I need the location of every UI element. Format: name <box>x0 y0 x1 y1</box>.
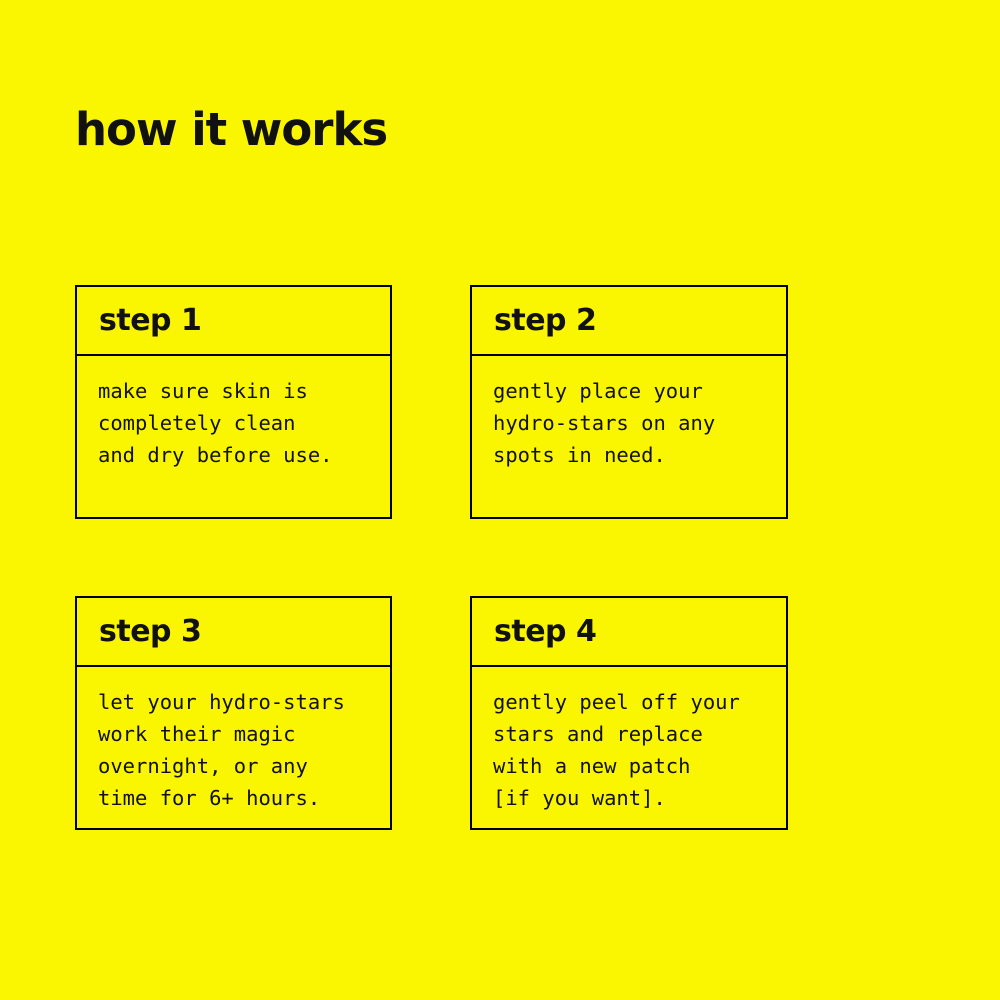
step-3-label: step 3 <box>99 614 202 649</box>
step-4-box: step 4 gently peel off your stars and re… <box>470 596 788 830</box>
step-3-box: step 3 let your hydro-stars work their m… <box>75 596 392 830</box>
step-4-description: gently peel off your stars and replace w… <box>493 690 740 810</box>
step-3-header: step 3 <box>77 598 390 667</box>
page-title: how it works <box>75 103 388 156</box>
step-3-description: let your hydro-stars work their magic ov… <box>98 690 345 810</box>
step-2-header: step 2 <box>472 287 786 356</box>
step-2-description: gently place your hydro-stars on any spo… <box>493 379 716 467</box>
step-1-description: make sure skin is completely clean and d… <box>98 379 333 467</box>
step-2-box: step 2 gently place your hydro-stars on … <box>470 285 788 519</box>
step-2-label: step 2 <box>494 303 597 338</box>
step-1-header: step 1 <box>77 287 390 356</box>
step-4-header: step 4 <box>472 598 786 667</box>
step-4-label: step 4 <box>494 614 597 649</box>
steps-grid: step 1 make sure skin is completely clea… <box>75 285 788 830</box>
step-1-box: step 1 make sure skin is completely clea… <box>75 285 392 519</box>
step-1-label: step 1 <box>99 303 202 338</box>
